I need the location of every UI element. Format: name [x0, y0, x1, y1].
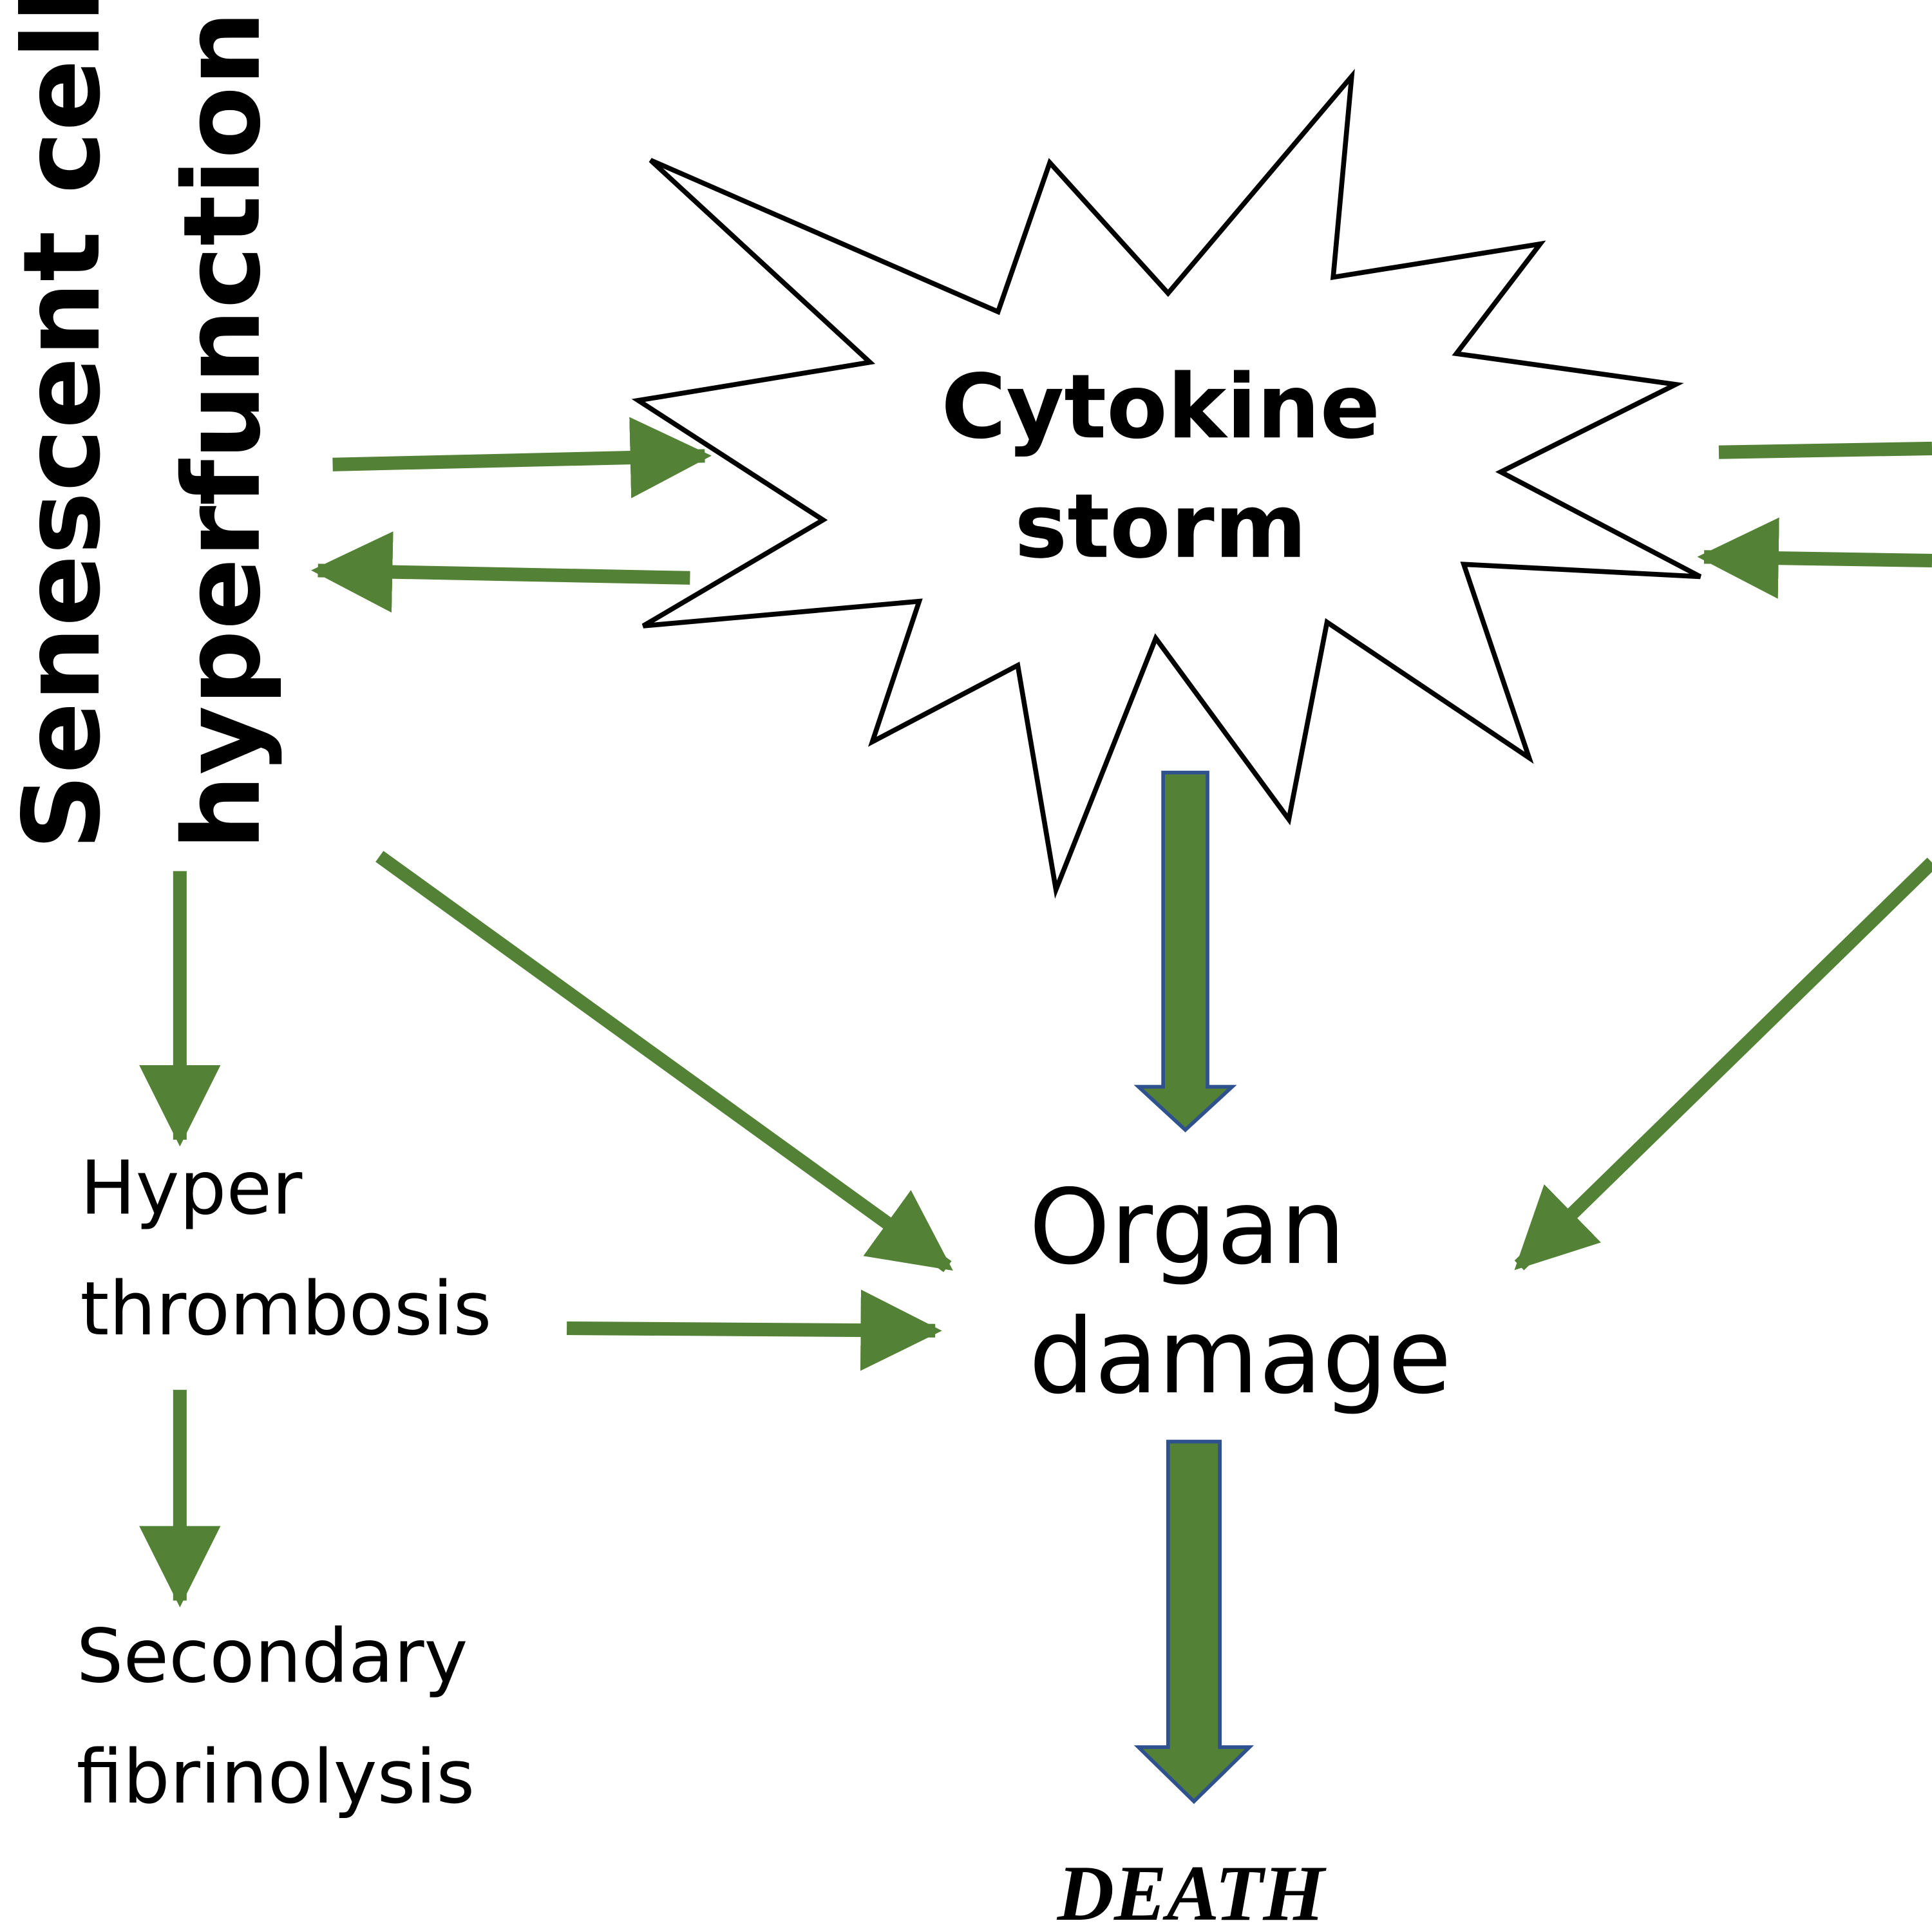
cytokine-starburst-shape: [631, 68, 1702, 899]
secondary-label-line2: fibrinolysis: [77, 1734, 475, 1821]
secondary-label-line1: Secondary: [77, 1614, 468, 1700]
arrow-cytokine-to-right: [1718, 441, 1932, 459]
hyper-label-line1: Hyper: [80, 1146, 303, 1232]
block-arrow-cytokine-to-organ: [1133, 770, 1237, 1133]
organ-label-line1: Organ: [1029, 1167, 1346, 1287]
arrow-cytokine-to-senescent: [311, 531, 690, 613]
arrow-hyperthrombosis-to-organ: [567, 1289, 942, 1371]
arrow-right-to-cytokine: [1697, 517, 1932, 599]
death-label: DEATH: [1057, 1850, 1327, 1932]
block-arrow-organ-to-death: [1133, 1439, 1255, 1804]
senescent-label-line1: Senescent cell: [0, 0, 124, 850]
cytokine-label-line1: Cytokine: [941, 355, 1380, 459]
organ-label-line2: damage: [1029, 1296, 1452, 1417]
hyper-label-line2: thrombosis: [80, 1266, 491, 1352]
arrow-senescent-to-cytokine: [332, 417, 712, 498]
cytokine-label-line2: storm: [1014, 475, 1307, 578]
arrow-right-to-organ: [1514, 857, 1932, 1271]
senescent-label-line2: hyperfunction: [160, 11, 284, 850]
arrow-senescent-to-organ: [375, 851, 953, 1273]
